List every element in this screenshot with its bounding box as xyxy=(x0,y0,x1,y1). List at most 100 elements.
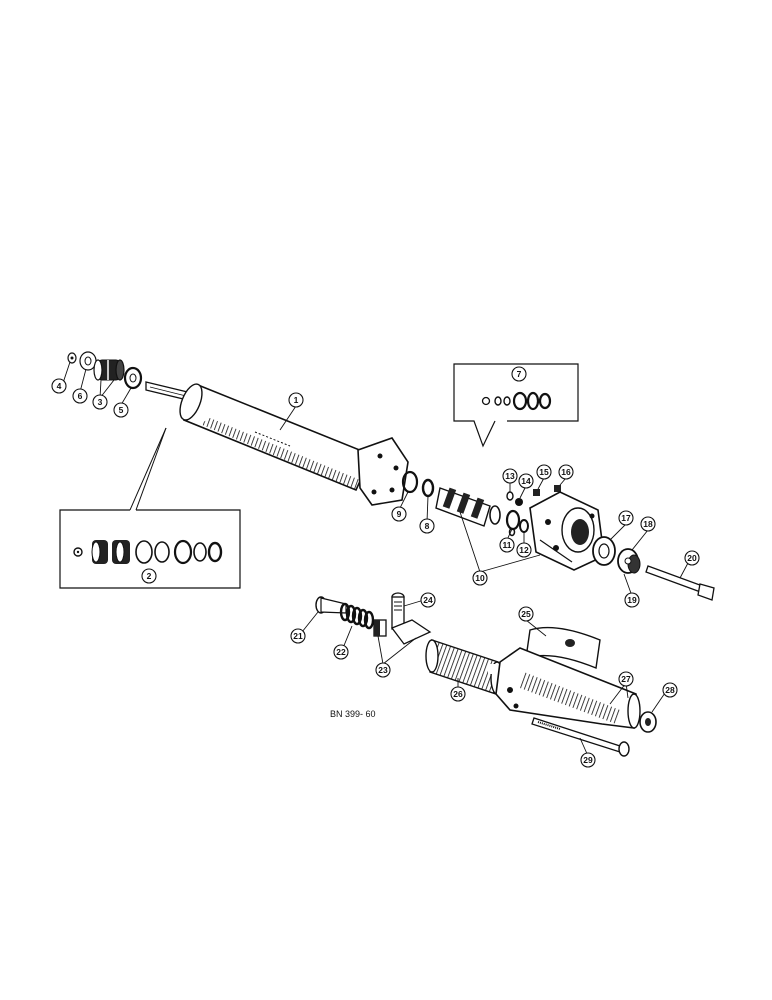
callout-27: 27 xyxy=(618,671,634,687)
callout-26: 26 xyxy=(450,686,466,702)
housing-part xyxy=(495,647,641,729)
valve-spool-part xyxy=(435,487,501,527)
callout-1: 1 xyxy=(288,392,304,408)
callout-number: 2 xyxy=(147,571,152,581)
callout-number: 29 xyxy=(583,755,593,765)
callout-16: 16 xyxy=(558,464,574,480)
callout-number: 20 xyxy=(687,553,697,563)
callout-number: 17 xyxy=(621,513,631,523)
callout-circle xyxy=(624,592,640,608)
stud-part xyxy=(390,592,432,645)
callout-15: 15 xyxy=(536,464,552,480)
callout-circle xyxy=(640,516,656,532)
callout-circle xyxy=(499,537,515,553)
callout-circle xyxy=(518,473,534,489)
callout-number: 6 xyxy=(78,391,83,401)
callout-number: 26 xyxy=(453,689,463,699)
callout-number: 11 xyxy=(503,540,512,550)
spring-part-22 xyxy=(339,602,375,630)
callout-circle xyxy=(472,570,488,586)
callout-20: 20 xyxy=(684,550,700,566)
cap-part xyxy=(617,548,641,574)
callout-circle xyxy=(420,592,436,608)
callout-circle xyxy=(419,518,435,534)
callout-19: 19 xyxy=(624,592,640,608)
callout-number: 16 xyxy=(561,467,571,477)
cylinder-tube-part xyxy=(179,383,409,506)
callout-circle xyxy=(558,464,574,480)
callout-25: 25 xyxy=(518,606,534,622)
callout-number: 7 xyxy=(517,369,522,379)
callout-circle xyxy=(511,366,527,382)
callout-circle xyxy=(72,388,88,404)
callout-8: 8 xyxy=(419,518,435,534)
callout-17: 17 xyxy=(618,510,634,526)
callout-circle xyxy=(684,550,700,566)
o-ring-part xyxy=(519,519,529,533)
piston-part xyxy=(93,359,125,381)
drawing-code: BN 399- 60 xyxy=(330,709,376,719)
callout-number: 3 xyxy=(98,397,103,407)
callout-circle xyxy=(502,468,518,484)
callout-7: 7 xyxy=(511,366,527,382)
callout-number: 1 xyxy=(294,395,299,405)
callout-circle xyxy=(580,752,596,768)
callout-number: 14 xyxy=(521,476,531,486)
valve-body-part xyxy=(529,491,605,571)
callout-6: 6 xyxy=(72,388,88,404)
callout-number: 4 xyxy=(57,381,62,391)
callout-4: 4 xyxy=(51,378,67,394)
callout-number: 5 xyxy=(119,405,124,415)
callout-number: 12 xyxy=(519,545,529,555)
callout-number: 23 xyxy=(378,665,388,675)
callout-circle xyxy=(618,510,634,526)
callout-number: 8 xyxy=(425,521,430,531)
sleeve-part xyxy=(425,639,504,695)
callout-29: 29 xyxy=(580,752,596,768)
callout-number: 21 xyxy=(293,631,303,641)
callout-circle xyxy=(92,394,108,410)
callout-circle xyxy=(536,464,552,480)
callout-number: 10 xyxy=(475,573,485,583)
callout-18: 18 xyxy=(640,516,656,532)
callout-24: 24 xyxy=(420,592,436,608)
washer-part xyxy=(123,366,143,390)
callout-number: 15 xyxy=(539,467,549,477)
spring-part xyxy=(506,491,514,501)
callout-number: 25 xyxy=(521,609,531,619)
callout-23: 23 xyxy=(375,662,391,678)
seal-kit-inset-7 xyxy=(453,363,579,448)
callout-number: 19 xyxy=(627,595,637,605)
o-ring-part xyxy=(505,509,521,531)
callout-2: 2 xyxy=(141,568,157,584)
seal-kit-inset-2 xyxy=(59,427,241,589)
callout-circle xyxy=(662,682,678,698)
bolt-part-29 xyxy=(531,717,630,757)
callout-5: 5 xyxy=(113,402,129,418)
callout-circle xyxy=(113,402,129,418)
callout-number: 28 xyxy=(665,685,675,695)
bolt-part xyxy=(645,565,715,601)
callout-circle xyxy=(51,378,67,394)
callout-circle xyxy=(290,628,306,644)
callout-11: 11 xyxy=(499,537,515,553)
callout-circle xyxy=(518,606,534,622)
callout-22: 22 xyxy=(333,644,349,660)
plug-part xyxy=(533,489,540,496)
callout-circle xyxy=(516,542,532,558)
callout-21: 21 xyxy=(290,628,306,644)
callout-circle xyxy=(375,662,391,678)
callout-circle xyxy=(333,644,349,660)
callout-number: 22 xyxy=(336,647,346,657)
plug-part xyxy=(554,485,561,492)
o-ring-part xyxy=(508,527,516,537)
callout-10: 10 xyxy=(472,570,488,586)
callout-circle xyxy=(141,568,157,584)
callout-circle xyxy=(450,686,466,702)
callout-circle xyxy=(288,392,304,408)
seal-part xyxy=(421,478,435,498)
callout-number: 24 xyxy=(423,595,433,605)
